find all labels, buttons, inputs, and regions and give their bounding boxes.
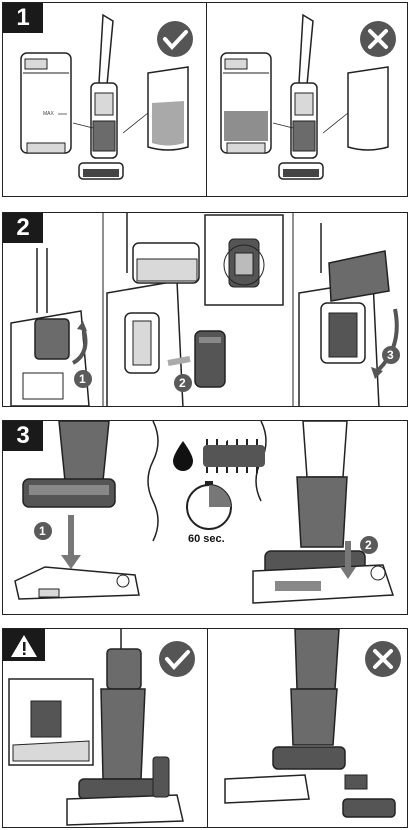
step-number-badge: 3: [3, 421, 43, 451]
callout-2-number: 2: [365, 538, 372, 552]
dirty-water-tank-empty: [272, 66, 389, 151]
max-marker-label: MAX: [43, 111, 55, 117]
x-circle-icon: [365, 641, 401, 677]
detail-inset-brush: [8, 678, 94, 766]
battery-compartment: [102, 213, 200, 406]
callout-1: 1: [34, 522, 52, 540]
step-number-badge: 2: [3, 213, 43, 243]
divider-wave: [147, 421, 159, 542]
vacuum-docked-correct: [66, 629, 184, 826]
vacuum-device: [78, 13, 124, 180]
dirty-water-tank: [72, 66, 189, 151]
panel-divider: [207, 629, 208, 827]
warning-illustration: [3, 629, 401, 826]
panel-step-1: 1 MAX: [2, 2, 408, 197]
vacuum-head-left: [22, 421, 116, 508]
clean-water-tank: MAX: [20, 52, 72, 154]
panel-step-2: 2 1: [2, 212, 408, 407]
roller-brush-icon: [203, 435, 265, 473]
panel-divider: [206, 3, 207, 196]
callout-2: 2: [174, 374, 192, 392]
panel-warning: [2, 628, 408, 828]
step-3-illustration: 1 60 sec.: [14, 421, 395, 604]
vacuum-docked-right: [252, 421, 395, 604]
callout-1-number: 1: [39, 524, 46, 538]
timer-duration-label: 60 sec.: [188, 533, 225, 545]
callout-2-number: 2: [179, 376, 186, 390]
check-circle-icon: [157, 21, 193, 57]
step-1-illustration: MAX: [20, 13, 396, 180]
warning-triangle-icon: [3, 629, 45, 661]
detail-inset: [204, 214, 284, 306]
x-circle-icon: [360, 21, 396, 57]
vacuum-docked-wrong: [224, 629, 396, 818]
clean-water-tank-overfilled: [220, 52, 272, 154]
charging-base-left: [14, 566, 140, 600]
callout-1-number: 1: [79, 372, 86, 386]
timer-icon: 60 sec.: [186, 481, 232, 545]
vacuum-device: [278, 13, 324, 180]
callout-3-number: 3: [387, 348, 394, 362]
step-2-illustration: 1 2: [10, 213, 400, 406]
callout-2: 2: [360, 536, 378, 554]
battery-pack: [167, 330, 226, 388]
step-number-badge: 1: [3, 3, 43, 33]
check-circle-icon: [159, 641, 195, 677]
vacuum-body-left: [10, 248, 90, 406]
callout-3: 3: [382, 346, 400, 364]
vacuum-body-right: [292, 213, 399, 406]
panel-step-3: 3 1: [2, 420, 408, 615]
water-drop-icon: [173, 441, 193, 471]
callout-1: 1: [74, 370, 92, 388]
